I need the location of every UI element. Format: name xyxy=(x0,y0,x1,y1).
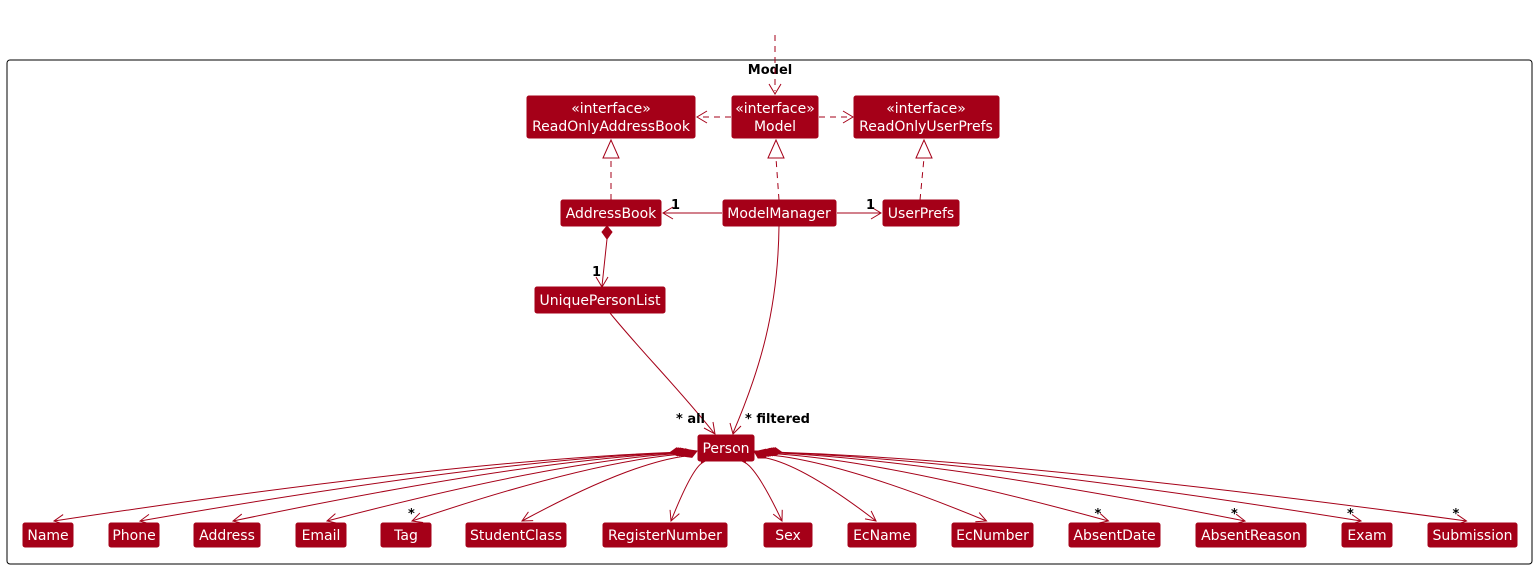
class-name: Tag xyxy=(393,528,418,544)
attribute-nodes: Name Phone Address Email Tag StudentClass Regi… xyxy=(22,522,1518,548)
person-to-absent-date-edge xyxy=(775,453,1109,522)
arrowhead xyxy=(410,512,424,524)
class-name: ReadOnlyAddressBook xyxy=(532,119,691,135)
person-to-name-edge xyxy=(53,452,671,522)
multiplicity-absent-date: * xyxy=(1095,507,1102,522)
arrowhead xyxy=(864,510,877,522)
realization-triangle xyxy=(767,138,785,159)
multiplicity-all: * all xyxy=(676,412,705,427)
arrowhead xyxy=(669,509,680,523)
class-name: Email xyxy=(302,528,341,544)
node-read-only-user-prefs[interactable]: «interface» ReadOnlyUserPrefs xyxy=(853,95,1000,139)
multiplicity-uniquepersonlist: 1 xyxy=(592,265,601,280)
node-address-book[interactable]: AddressBook xyxy=(560,199,662,227)
node-ec-number[interactable]: EcNumber xyxy=(951,522,1034,548)
node-submission[interactable]: Submission xyxy=(1427,522,1518,548)
class-name: StudentClass xyxy=(470,528,562,544)
attribute-edges: * * * * * xyxy=(52,447,1468,526)
userprefs-realizes-edge xyxy=(919,157,925,201)
node-name[interactable]: Name xyxy=(22,522,74,548)
node-model[interactable]: «interface» Model xyxy=(731,95,819,139)
package-frame xyxy=(6,59,1533,565)
multiplicity-submission: * xyxy=(1453,507,1460,522)
multiplicity-tag: * xyxy=(408,507,415,522)
node-model-manager[interactable]: ModelManager xyxy=(722,199,837,227)
stereotype-label: «interface» xyxy=(886,101,966,117)
class-name: Address xyxy=(199,528,255,544)
uniquepersonlist-to-person-edge xyxy=(609,312,715,434)
person-to-student-class-edge xyxy=(521,455,685,522)
class-name: UniquePersonList xyxy=(540,293,661,309)
class-name: AbsentReason xyxy=(1201,528,1301,544)
node-email[interactable]: Email xyxy=(295,522,347,548)
node-user-prefs[interactable]: UserPrefs xyxy=(882,199,960,227)
arrowhead xyxy=(1097,513,1110,524)
multiplicity-exam: * xyxy=(1347,507,1354,522)
node-phone[interactable]: Phone xyxy=(108,522,160,548)
person-to-ec-name-edge xyxy=(766,457,877,522)
node-exam[interactable]: Exam xyxy=(1341,522,1393,548)
multiplicity-userprefs: 1 xyxy=(866,198,875,213)
person-to-phone-edge xyxy=(139,452,673,522)
arrowhead xyxy=(975,512,988,523)
arrowhead xyxy=(842,110,854,124)
person-to-register-number-edge xyxy=(670,462,702,522)
class-name: AbsentDate xyxy=(1073,528,1155,544)
arrowhead xyxy=(662,206,674,220)
modelmanager-to-person-edge xyxy=(732,225,780,434)
person-to-absent-reason-edge xyxy=(777,452,1246,522)
person-to-email-edge xyxy=(326,453,677,522)
stereotype-label: «interface» xyxy=(571,101,651,117)
class-name: Sex xyxy=(775,528,801,544)
person-to-exam-edge xyxy=(779,452,1362,522)
arrowhead xyxy=(729,422,742,435)
class-name: EcName xyxy=(853,528,911,544)
node-tag[interactable]: Tag xyxy=(380,522,432,548)
node-student-class[interactable]: StudentClass xyxy=(465,522,567,548)
realization-triangle xyxy=(602,138,620,159)
node-address[interactable]: Address xyxy=(193,522,261,548)
package-title: Model xyxy=(748,63,792,78)
class-name: RegisterNumber xyxy=(608,528,722,544)
stereotype-label: «interface» xyxy=(735,101,815,117)
class-name: AddressBook xyxy=(566,206,657,222)
modelmanager-realizes-edge xyxy=(775,157,780,201)
incoming-arrowhead xyxy=(768,83,782,95)
class-name: Model xyxy=(754,119,796,135)
arrowhead xyxy=(696,110,708,124)
class-name: Name xyxy=(27,528,68,544)
node-absent-date[interactable]: AbsentDate xyxy=(1068,522,1161,548)
person-to-tag-edge xyxy=(411,453,680,522)
addressbook-to-uniquepersonlist-edge xyxy=(601,238,608,287)
person-to-address-edge xyxy=(232,452,675,522)
arrowhead xyxy=(870,206,882,220)
node-absent-reason[interactable]: AbsentReason xyxy=(1195,522,1307,548)
arrowhead xyxy=(703,421,716,435)
node-register-number[interactable]: RegisterNumber xyxy=(602,522,728,548)
person-to-sex-edge xyxy=(745,462,783,522)
multiplicity-filtered: * filtered xyxy=(745,412,810,427)
node-unique-person-list[interactable]: UniquePersonList xyxy=(534,286,666,314)
class-name: Submission xyxy=(1432,528,1512,544)
node-ec-name[interactable]: EcName xyxy=(847,522,917,548)
node-read-only-address-book[interactable]: «interface» ReadOnlyAddressBook xyxy=(526,95,696,139)
class-name: EcNumber xyxy=(956,528,1029,544)
class-name: ModelManager xyxy=(727,206,831,222)
class-name: Phone xyxy=(112,528,155,544)
class-name: Exam xyxy=(1347,528,1386,544)
person-to-submission-edge xyxy=(781,451,1467,522)
multiplicity-addressbook: 1 xyxy=(671,198,680,213)
multiplicity-absent-reason: * xyxy=(1231,507,1238,522)
realization-triangle xyxy=(915,138,933,159)
class-name: UserPrefs xyxy=(888,206,954,222)
class-name: ReadOnlyUserPrefs xyxy=(859,119,993,135)
arrowhead xyxy=(772,509,783,523)
node-sex[interactable]: Sex xyxy=(763,522,813,548)
arrowhead xyxy=(521,511,534,522)
person-to-ec-number-edge xyxy=(771,454,987,522)
